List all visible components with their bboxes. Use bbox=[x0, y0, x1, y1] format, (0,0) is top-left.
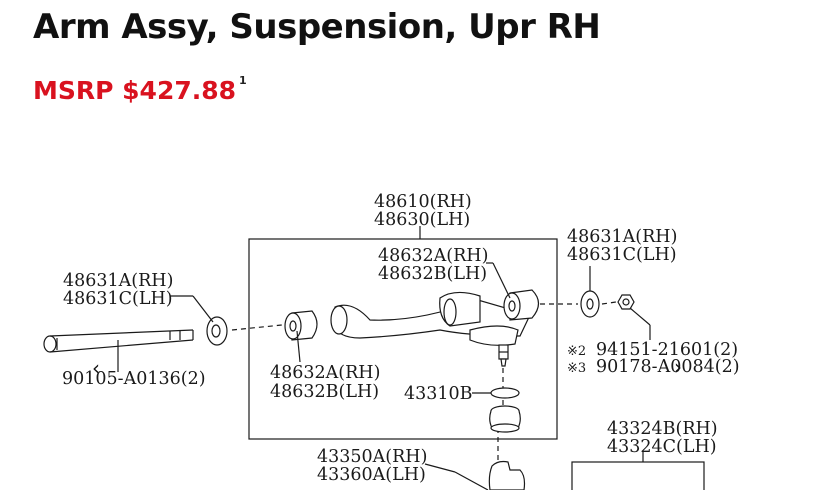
chevron-left-icon[interactable]: ‹ bbox=[92, 356, 100, 380]
callout-48630[interactable]: 48630(LH) bbox=[374, 210, 470, 230]
callout-48632A-top[interactable]: 48632A(RH) bbox=[378, 246, 488, 266]
product-title: Arm Assy, Suspension, Upr RH bbox=[33, 7, 601, 47]
callout-48631C-left[interactable]: 48631C(LH) bbox=[63, 289, 173, 309]
knuckle-drawing bbox=[488, 460, 526, 490]
chevron-right-icon[interactable]: › bbox=[674, 355, 682, 379]
callout-48631A-right[interactable]: 48631A(RH) bbox=[567, 227, 677, 247]
callout-43360A[interactable]: 43360A(LH) bbox=[317, 465, 426, 485]
callout-90178-mark: ※3 bbox=[567, 361, 586, 376]
callout-48610[interactable]: 48610(RH) bbox=[374, 192, 472, 212]
right-washer-drawing bbox=[580, 290, 600, 318]
callout-48632B-bottom[interactable]: 48632B(LH) bbox=[270, 382, 379, 402]
callout-48631A-left[interactable]: 48631A(RH) bbox=[63, 271, 173, 291]
callout-43310B[interactable]: 43310B bbox=[404, 384, 473, 404]
callout-48632A-bottom[interactable]: 48632A(RH) bbox=[270, 363, 380, 383]
assembly-frame bbox=[248, 238, 558, 440]
upper-arm-drawing bbox=[330, 291, 531, 346]
callout-48631C-right[interactable]: 48631C(LH) bbox=[567, 245, 677, 265]
ball-joint-drawing bbox=[498, 344, 509, 367]
callout-43350A[interactable]: 43350A(RH) bbox=[317, 447, 427, 467]
left-washer-drawing bbox=[206, 316, 228, 346]
callout-94151-mark: ※2 bbox=[567, 344, 586, 359]
secondary-frame bbox=[571, 461, 705, 490]
callout-90178[interactable]: 90178-A0084(2) bbox=[596, 357, 740, 377]
price-label: MSRP $427.88 bbox=[33, 76, 237, 105]
bolt-drawing bbox=[43, 329, 194, 353]
callout-48632B-top[interactable]: 48632B(LH) bbox=[378, 264, 487, 284]
price-footnote-marker[interactable]: 1 bbox=[239, 74, 247, 87]
snap-ring-drawing bbox=[490, 387, 520, 399]
nut-drawing bbox=[617, 294, 635, 310]
dust-boot-drawing bbox=[489, 405, 521, 433]
callout-94151[interactable]: 94151-21601(2) bbox=[596, 340, 738, 360]
callout-43324C[interactable]: 43324C(LH) bbox=[607, 437, 717, 457]
right-bushing-drawing bbox=[503, 289, 540, 321]
callout-43324B[interactable]: 43324B(RH) bbox=[607, 419, 718, 439]
left-bushing-drawing bbox=[284, 310, 318, 341]
callout-90105[interactable]: 90105-A0136(2) bbox=[62, 369, 206, 389]
